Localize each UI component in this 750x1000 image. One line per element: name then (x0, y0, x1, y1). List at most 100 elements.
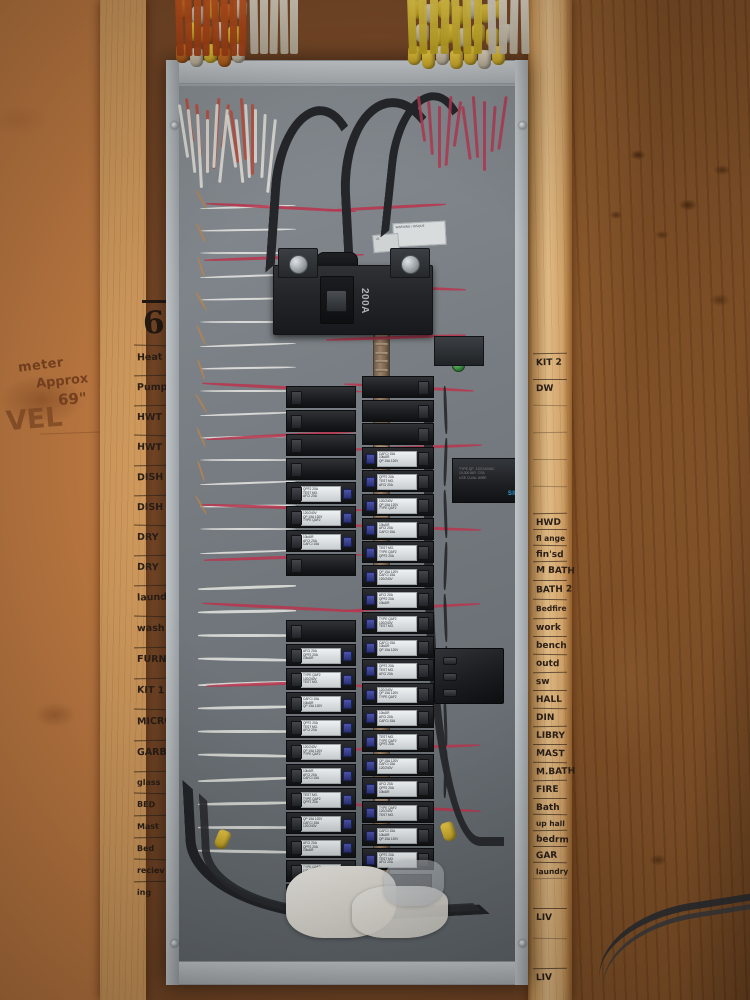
breaker-test-button[interactable] (366, 855, 375, 865)
breaker-test-button[interactable] (366, 666, 375, 677)
breaker-test-button[interactable] (366, 642, 375, 653)
breaker-handle[interactable] (291, 673, 302, 687)
breaker-handle[interactable] (418, 593, 429, 608)
breaker-handle[interactable] (291, 535, 302, 549)
breaker-test-button[interactable] (366, 453, 375, 464)
breaker-test-button[interactable] (366, 619, 375, 629)
breaker-right-0[interactable] (362, 376, 434, 398)
breaker-handle[interactable] (418, 617, 429, 631)
breaker-handle[interactable] (418, 428, 429, 443)
breaker-test-button[interactable] (343, 699, 352, 709)
breaker-handle[interactable] (418, 664, 429, 679)
breaker-test-button[interactable] (366, 501, 375, 511)
breaker-test-button[interactable] (366, 571, 375, 582)
breaker-handle[interactable] (418, 640, 429, 655)
breaker-test-button[interactable] (343, 489, 352, 499)
breaker-handle[interactable] (291, 817, 302, 831)
breaker-test-button[interactable] (343, 843, 352, 853)
breaker-handle[interactable] (291, 697, 302, 711)
breaker-handle[interactable] (291, 415, 302, 429)
breaker-left-7[interactable] (286, 554, 356, 576)
breaker-handle[interactable] (418, 451, 429, 466)
main-breaker[interactable]: 200A (273, 248, 433, 335)
breaker-handle[interactable] (418, 735, 429, 749)
breaker-handle[interactable] (418, 522, 429, 537)
breaker-handle[interactable] (291, 649, 302, 663)
breaker-test-button[interactable] (366, 784, 375, 795)
breaker-handle[interactable] (291, 511, 302, 525)
breaker-handle[interactable] (418, 805, 429, 820)
main-breaker-handle[interactable] (326, 290, 347, 312)
breaker-handle[interactable] (291, 793, 302, 807)
multipole-handle-2[interactable] (443, 673, 457, 681)
breaker-test-button[interactable] (343, 675, 352, 685)
breaker-test-button[interactable] (366, 831, 375, 842)
breaker-handle[interactable] (291, 439, 302, 453)
breaker-handle[interactable] (418, 499, 429, 513)
breaker-right-2[interactable] (362, 423, 434, 446)
breaker-test-button[interactable] (366, 807, 375, 818)
breaker-handle[interactable] (418, 829, 429, 844)
multipole-handle-1[interactable] (443, 657, 457, 665)
breaker-test-button[interactable] (343, 513, 352, 523)
breaker-test-button[interactable] (366, 737, 375, 747)
breaker-test-button[interactable] (366, 477, 375, 488)
breaker-test-button[interactable] (366, 689, 375, 700)
breaker-handle[interactable] (418, 381, 429, 395)
breaker-test-button[interactable] (343, 747, 352, 757)
breaker-test-button[interactable] (343, 795, 352, 805)
breaker-handle[interactable] (291, 769, 302, 783)
breaker-handle[interactable] (418, 782, 429, 797)
breaker-test-button[interactable] (343, 651, 352, 661)
breaker-handle[interactable] (291, 559, 302, 573)
breaker-test-button[interactable] (366, 595, 375, 606)
breaker-left-3[interactable] (286, 458, 356, 480)
breaker-left-2[interactable] (286, 434, 356, 456)
breaker-handle[interactable] (291, 841, 302, 855)
breaker-test-button[interactable] (343, 537, 352, 547)
breaker-test-button[interactable] (343, 723, 352, 733)
breaker-handle[interactable] (418, 546, 429, 561)
breaker-right-1[interactable] (362, 399, 434, 422)
breaker-handle[interactable] (418, 569, 429, 584)
breaker-test-button[interactable] (343, 771, 352, 781)
breaker-test-button[interactable] (366, 713, 375, 724)
breaker-handle[interactable] (418, 404, 429, 419)
breaker-handle[interactable] (291, 721, 302, 735)
breaker-test-button[interactable] (343, 819, 352, 829)
breaker-handle[interactable] (291, 391, 302, 405)
breaker-handle[interactable] (418, 687, 429, 702)
breaker-handle[interactable] (291, 625, 302, 639)
breaker-test-button[interactable] (366, 524, 375, 535)
breaker-left-8[interactable] (286, 620, 356, 642)
breaker-left-0[interactable] (286, 386, 356, 408)
breaker-left-1[interactable] (286, 410, 356, 432)
breaker-handle[interactable] (418, 711, 429, 726)
breaker-handle[interactable] (291, 745, 302, 759)
